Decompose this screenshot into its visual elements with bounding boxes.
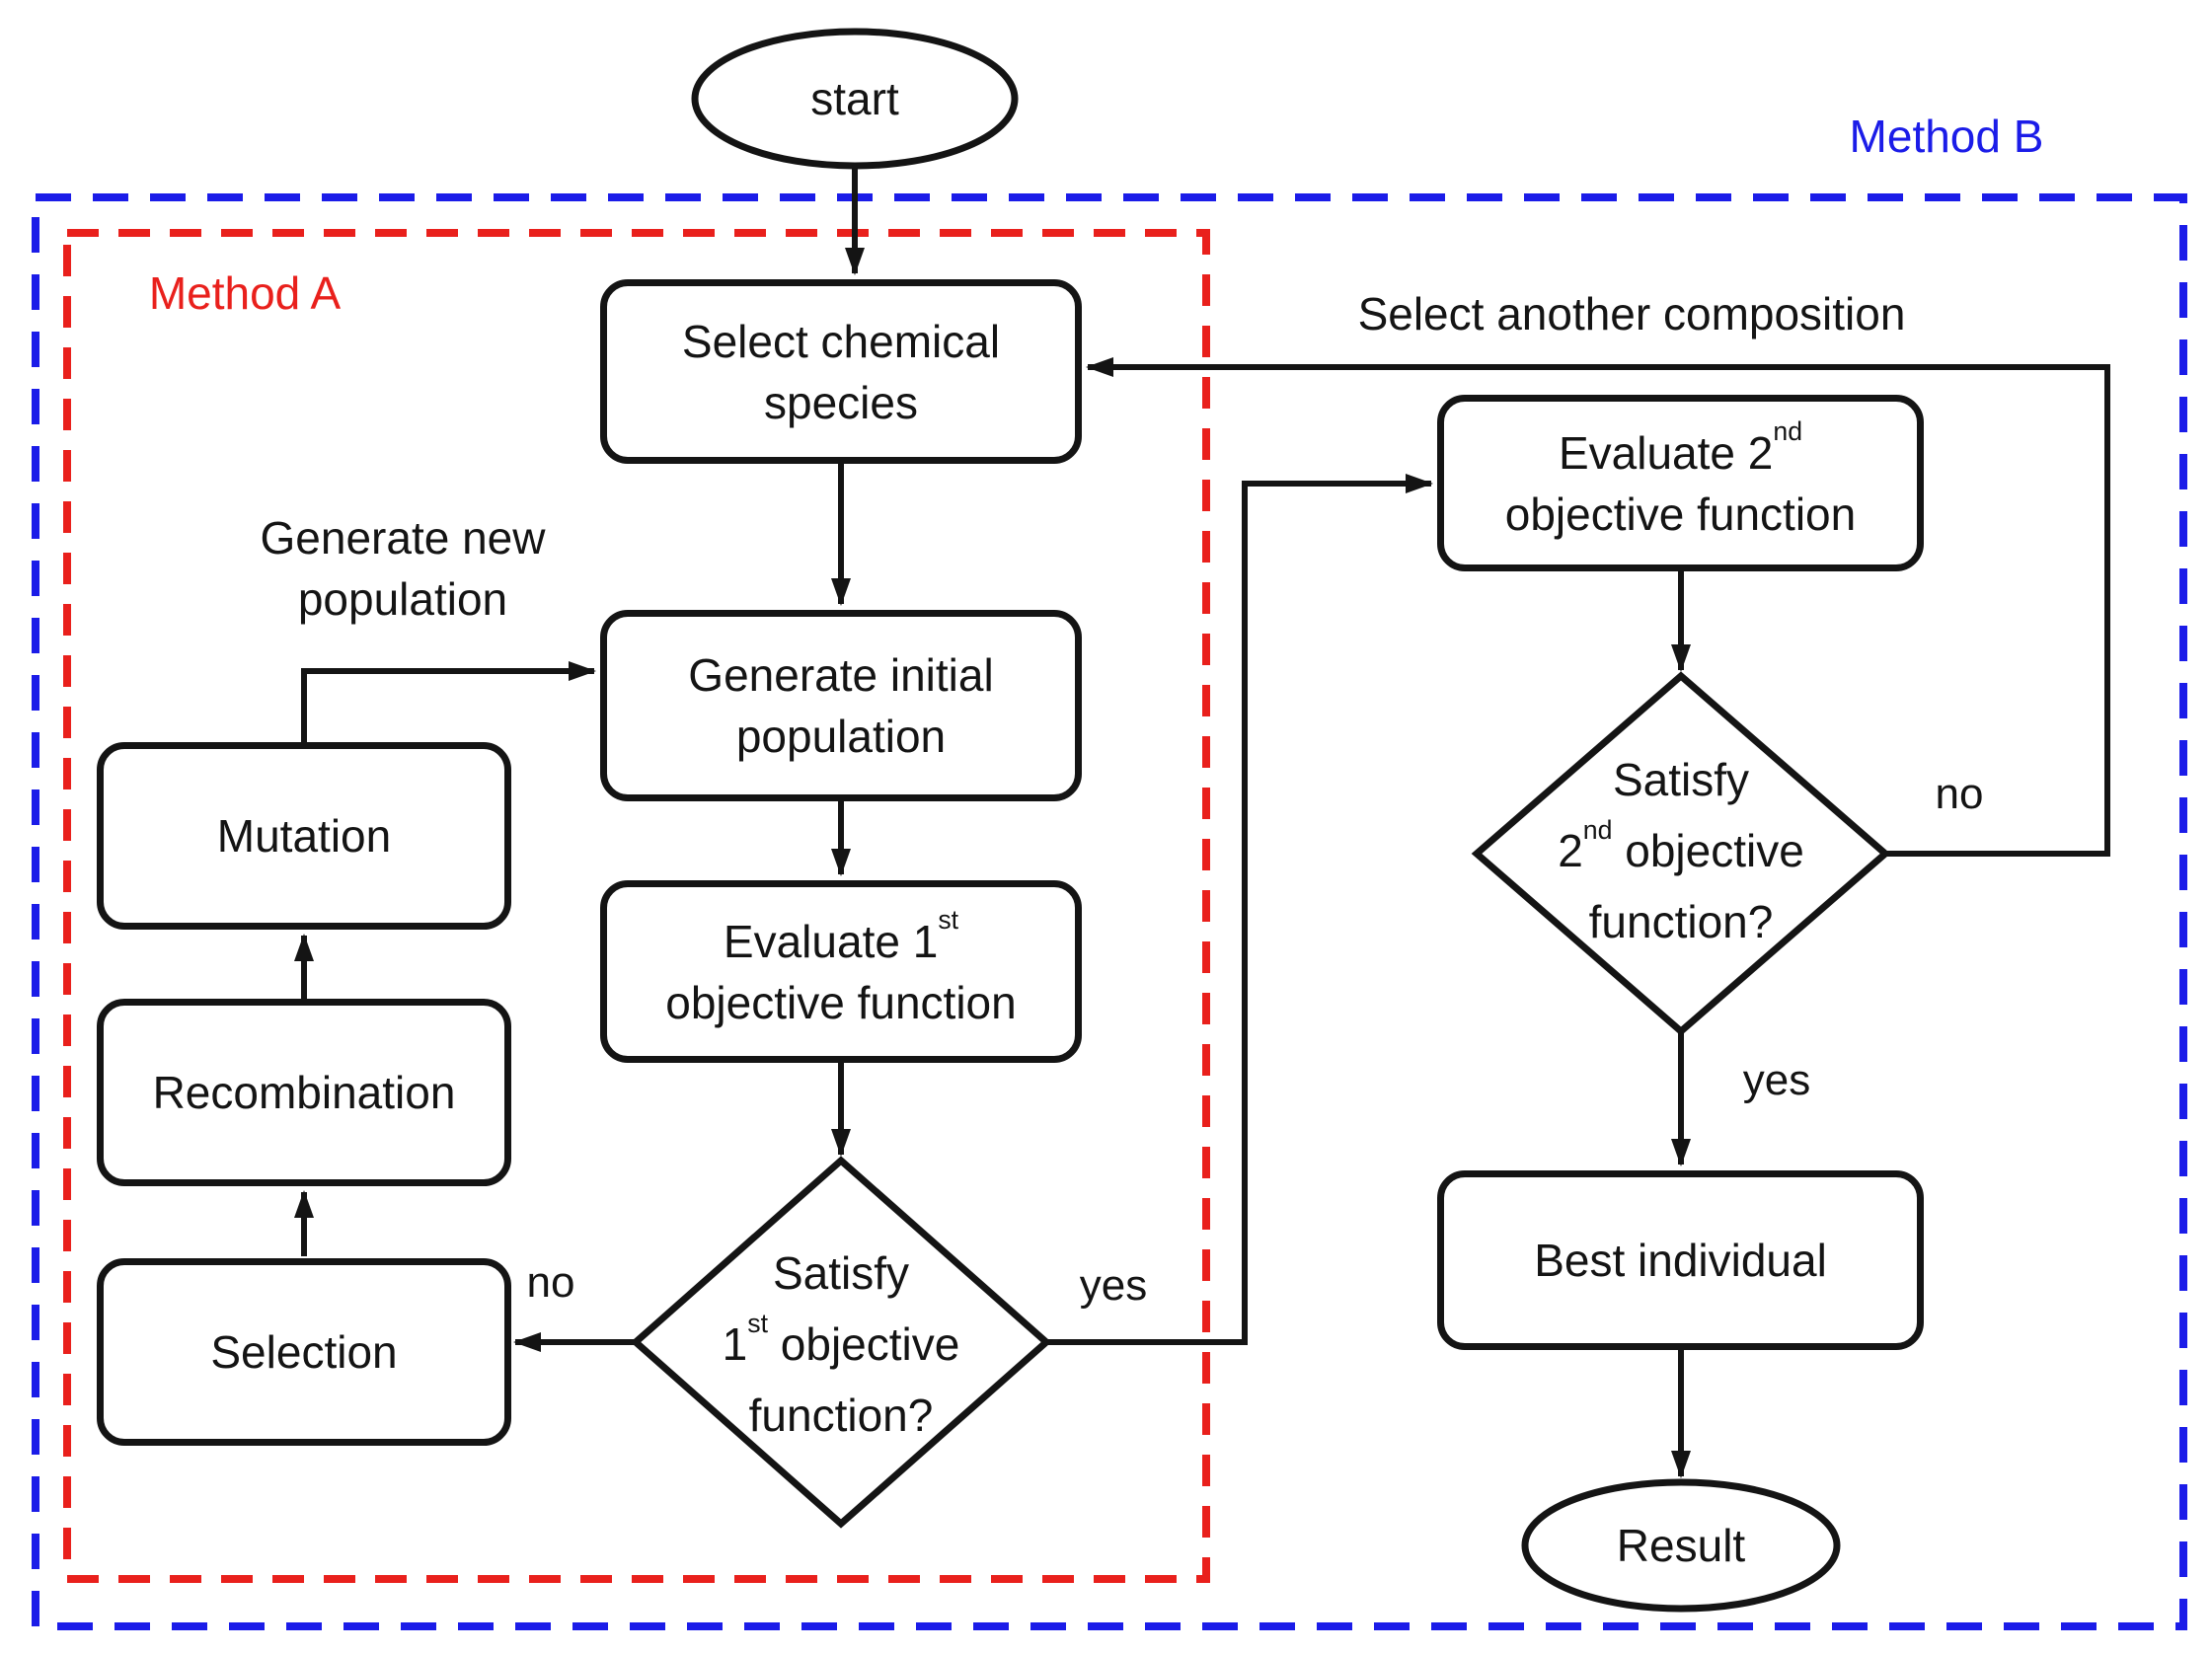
method-b-label: Method B — [1849, 111, 2044, 162]
generate-new-population-line2: population — [297, 573, 508, 625]
mutation-node: Mutation — [97, 742, 511, 930]
satisfy-2nd-line1: Satisfy — [1612, 754, 1750, 805]
edge-mutation-to-generate-new-population — [301, 661, 596, 742]
result-terminator-shape — [1521, 1478, 1841, 1613]
evaluate-1st-superscript: st — [938, 905, 959, 936]
select-another-composition-edge-label: Select another composition — [1357, 288, 1906, 339]
edge-decision2-no-select-another-composition — [1086, 357, 2110, 857]
evaluate-2nd-superscript: nd — [1773, 416, 1803, 447]
select-chemical-species-line2: species — [764, 376, 918, 428]
mutation-label: Mutation — [216, 810, 392, 862]
evaluate-2nd-objective-line2: objective function — [1504, 488, 1857, 540]
selection-label: Selection — [210, 1326, 398, 1378]
selection-node: Selection — [97, 1258, 511, 1446]
satisfy-1st-decision-shape — [630, 1156, 1052, 1529]
generate-initial-population-node: Generate initial population — [600, 610, 1082, 801]
best-individual-node: Best individual — [1437, 1170, 1924, 1350]
satisfy-1st-objective-word: objective — [768, 1318, 960, 1370]
satisfy-1st-superscript: st — [747, 1308, 768, 1338]
start-terminator-label: start — [810, 73, 899, 124]
satisfy-2nd-objective-word: objective — [1612, 825, 1804, 876]
satisfy-1st-line1: Satisfy — [772, 1247, 910, 1299]
method-a-label: Method A — [148, 267, 342, 319]
satisfy-1st-yes-label: yes — [1079, 1261, 1148, 1310]
satisfy-1st-line2: 1st objective — [723, 1309, 960, 1380]
recombination-node: Recombination — [97, 999, 511, 1186]
satisfy-2nd-ordinal: 2 — [1558, 825, 1583, 876]
evaluate-1st-objective-line1: Evaluate 1st — [723, 907, 958, 972]
satisfy-2nd-superscript: nd — [1582, 814, 1613, 845]
recombination-label: Recombination — [152, 1067, 456, 1118]
result-terminator-label: Result — [1616, 1520, 1746, 1571]
satisfy-2nd-line3: function? — [1588, 896, 1774, 947]
evaluate-1st-objective-node: Evaluate 1st objective function — [600, 880, 1082, 1063]
select-chemical-species-line1: Select chemical — [681, 315, 1001, 367]
satisfy-2nd-yes-label: yes — [1742, 1056, 1811, 1104]
start-terminator-shape — [691, 28, 1019, 170]
generate-initial-population-line2: population — [735, 711, 947, 762]
generate-new-population-edge-label: Generate new population — [261, 507, 546, 630]
generate-initial-population-line1: Generate initial — [688, 649, 994, 701]
method-a-region-border — [63, 229, 1210, 1583]
satisfy-2nd-decision-label: Satisfy 2nd objective function? — [1558, 744, 1804, 957]
satisfy-1st-no-label: no — [526, 1258, 575, 1307]
satisfy-1st-ordinal: 1 — [722, 1318, 748, 1370]
evaluate-1st-objective-line2: objective function — [665, 976, 1017, 1028]
generate-new-population-line1: Generate new — [260, 512, 546, 564]
evaluate-2nd-objective-node: Evaluate 2nd objective function — [1437, 395, 1924, 571]
method-b-region-border — [32, 193, 2187, 1630]
select-chemical-species-node: Select chemical species — [600, 279, 1082, 464]
satisfy-2nd-line2: 2nd objective — [1558, 815, 1804, 886]
best-individual-label: Best individual — [1534, 1235, 1827, 1286]
evaluate-1st-text: Evaluate 1 — [723, 915, 939, 967]
evaluate-2nd-objective-line1: Evaluate 2nd — [1558, 418, 1802, 484]
satisfy-2nd-no-label: no — [1935, 770, 1984, 818]
satisfy-1st-decision-label: Satisfy 1st objective function? — [723, 1238, 960, 1451]
evaluate-2nd-text: Evaluate 2 — [1558, 426, 1774, 479]
satisfy-1st-line3: function? — [748, 1390, 934, 1441]
edge-decision1-yes-to-evaluate2 — [1045, 474, 1433, 1345]
